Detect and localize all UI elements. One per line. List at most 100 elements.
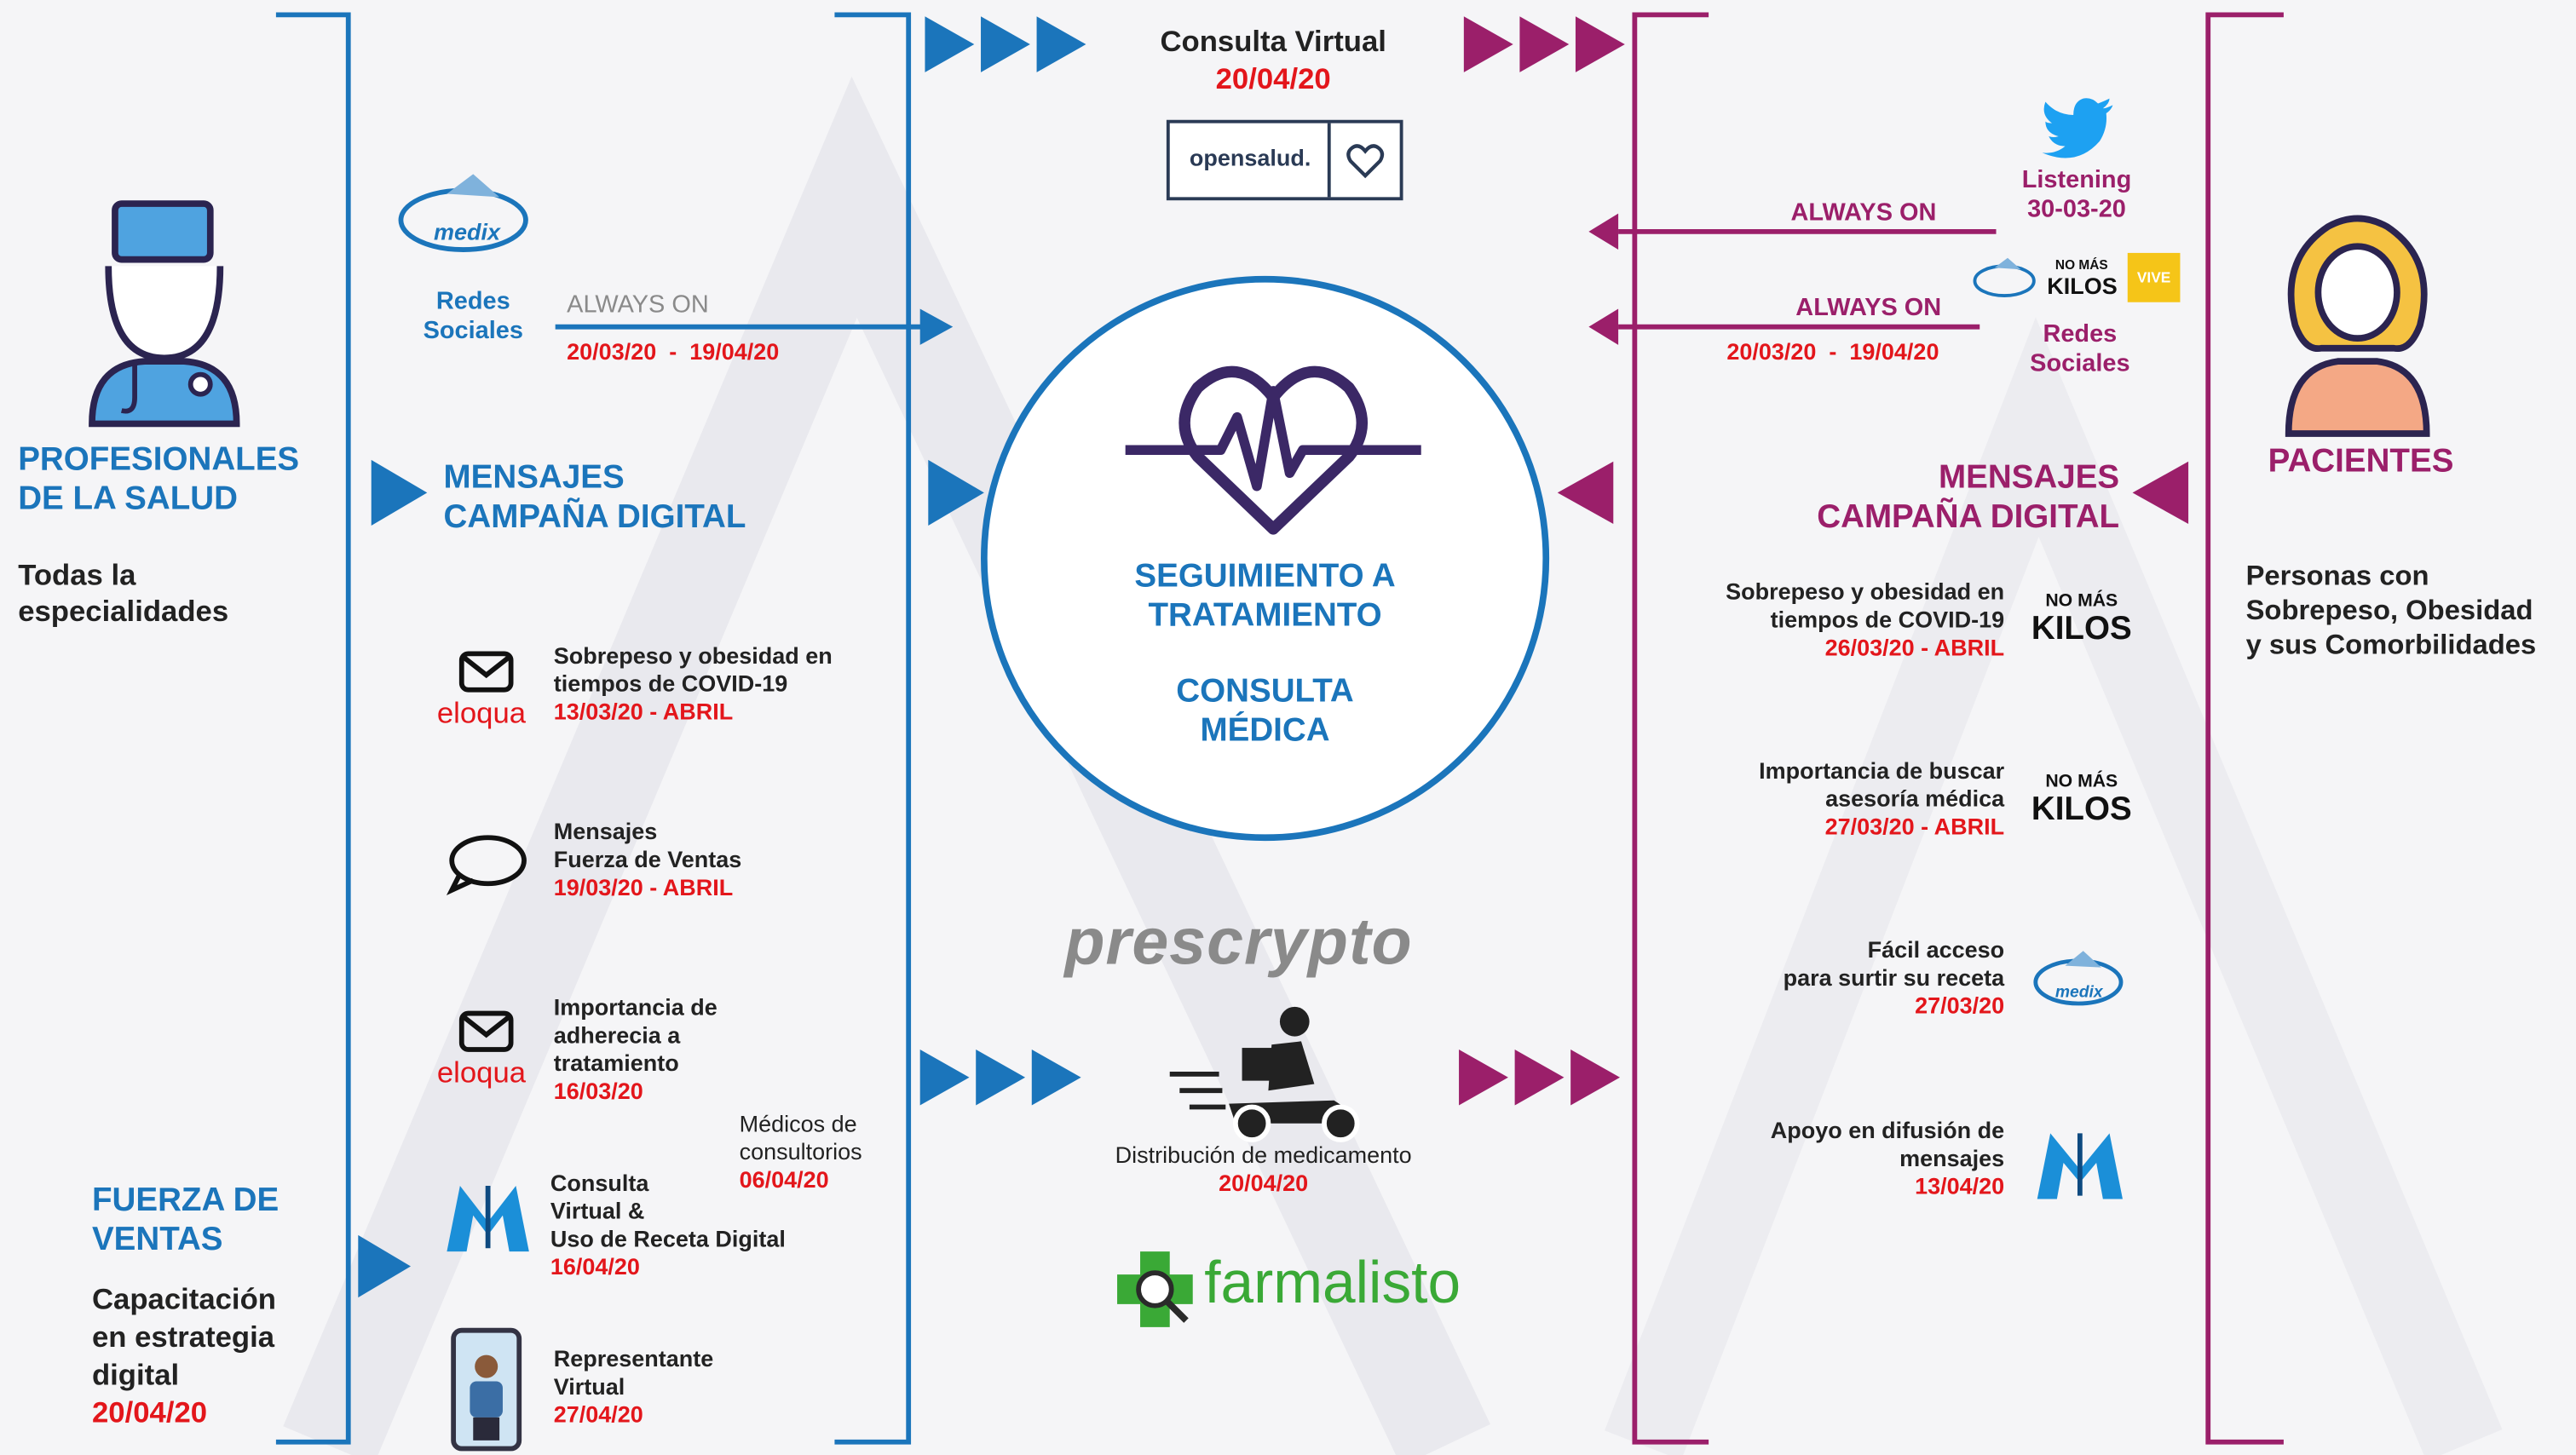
left-item-line: Virtual &: [550, 1197, 645, 1224]
left-item: Sobrepeso y obesidad en tiempos de COVID…: [554, 642, 833, 726]
triangle-arrow-icon: [2132, 461, 2189, 525]
right-social-line: Sociales: [2030, 349, 2130, 378]
offices-note-line: consultorios: [739, 1138, 862, 1165]
professionals-title: PROFESIONALES DE LA SALUD: [18, 440, 299, 520]
left-item-date: 16/04/20: [550, 1253, 640, 1280]
professionals-subtitle-line: especialidades: [18, 594, 229, 628]
email-icon: [458, 1010, 514, 1052]
center-circle: [981, 275, 1550, 842]
offices-note: Médicos de consultorios 06/04/20: [740, 1110, 862, 1193]
svg-text:medix: medix: [2055, 983, 2104, 1001]
left-item-icon: eloqua: [437, 1010, 536, 1096]
right-always-on: ALWAYS ON: [1795, 294, 1942, 322]
left-social-line: Sociales: [423, 317, 523, 345]
left-item-line: Virtual: [553, 1372, 625, 1400]
right-item-line: para surtir su receta: [1783, 963, 2005, 991]
left-item-line: Mensajes: [553, 818, 658, 844]
left-campaign-line: CAMPAÑA DIGITAL: [443, 499, 746, 536]
left-item-line: Uso de Receta Digital: [550, 1225, 786, 1252]
left-social-date: 20/03/20 - 19/04/20: [567, 338, 780, 365]
farmalisto-cross-icon: [1117, 1251, 1193, 1327]
left-item-line: Fuerza de Ventas: [553, 845, 742, 872]
training-line: digital: [91, 1358, 180, 1392]
right-item: Apoyo en difusión de mensajes 13/04/20: [1659, 1117, 2004, 1200]
right-campaign-line: MENSAJES: [1938, 459, 2120, 497]
chevron-arrows-icon: [1463, 16, 1625, 72]
left-item-line: adherecia a: [553, 1021, 681, 1049]
right-item-date: 27/03/20: [1915, 992, 2005, 1019]
left-item-date: 16/03/20: [553, 1077, 643, 1104]
distribution-label: Distribución de medicamento: [1115, 1141, 1412, 1168]
patients-description: Personas con Sobrepeso, Obesidad y sus C…: [2246, 559, 2537, 662]
right-item-date: 27/03/20 - ABRIL: [1824, 813, 2005, 840]
right-item-line: mensajes: [1899, 1144, 2005, 1171]
virtual-consult-title: Consulta Virtual: [1160, 24, 1386, 58]
left-always-on: ALWAYS ON: [567, 290, 709, 319]
medix-logo-icon: medix: [2033, 951, 2124, 1006]
circle-text-line: SEGUIMIENTO A: [1134, 558, 1396, 595]
left-item-date: 27/04/20: [553, 1400, 643, 1428]
patients-title: PACIENTES: [2268, 443, 2454, 480]
right-social-line: Redes: [2043, 319, 2118, 348]
left-item-line: tratamiento: [553, 1049, 679, 1076]
professionals-title-line: DE LA SALUD: [18, 480, 238, 518]
m-logo-icon: [447, 1186, 529, 1252]
right-item-line: Importancia de buscar: [1759, 756, 2005, 784]
eloqua-logo: eloqua: [436, 1055, 527, 1090]
right-item: Sobrepeso y obesidad en tiempos de COVID…: [1659, 578, 2004, 662]
nomaskilos-bottom: KILOS: [2047, 273, 2118, 299]
right-campaign-title: MENSAJES CAMPAÑA DIGITAL: [1742, 458, 2119, 538]
left-social-line: Redes: [435, 287, 510, 316]
right-item-line: Apoyo en difusión de: [1770, 1117, 2005, 1143]
professionals-subtitle: Todas la especialidades: [18, 557, 228, 630]
left-social-label: Redes Sociales: [407, 287, 539, 346]
listening-label: Listening: [2021, 165, 2132, 194]
left-item: Mensajes Fuerza de Ventas 19/03/20 - ABR…: [554, 818, 742, 901]
left-item-icon: eloqua: [437, 650, 536, 735]
training-line: Capacitación: [91, 1282, 276, 1316]
virtual-consult-date: 20/04/20: [1215, 62, 1331, 95]
chevron-arrows-icon: [1459, 1049, 1621, 1106]
vive-logo: VIVE: [2127, 252, 2181, 302]
circle-text-line: TRATAMIENTO: [1148, 597, 1382, 635]
chevron-arrows-icon: [925, 16, 1086, 72]
left-item-line: tiempos de COVID-19: [553, 670, 788, 697]
m-logo-icon: [2037, 1133, 2123, 1199]
left-item: Consulta Virtual & Uso de Receta Digital…: [550, 1170, 786, 1281]
eloqua-logo: eloqua: [436, 696, 527, 730]
nomaskilos-bottom: KILOS: [2031, 791, 2132, 828]
training-text: Capacitación en estrategia digital 20/04…: [92, 1281, 276, 1432]
professionals-subtitle-line: Todas la: [18, 558, 136, 592]
professionals-title-line: PROFESIONALES: [18, 441, 300, 479]
sales-title: FUERZA DE VENTAS: [92, 1181, 279, 1260]
medix-logo-icon: [1973, 257, 2036, 297]
circle-text-line: CONSULTA: [1176, 673, 1354, 710]
email-icon: [458, 651, 514, 693]
prescrypto-logo: prescrypto: [1064, 906, 1413, 980]
heart-outline-icon: [1346, 144, 1385, 179]
right-social-date: 20/03/20 - 19/04/20: [1726, 338, 1939, 365]
medix-logo-icon: [398, 174, 528, 252]
right-item-line: asesoría médica: [1825, 785, 2005, 812]
sales-title-line: FUERZA DE: [91, 1182, 279, 1219]
right-item-line: tiempos de COVID-19: [1770, 606, 2005, 633]
triangle-arrow-icon: [1557, 461, 1614, 525]
heart-pulse-icon: [1125, 365, 1421, 535]
left-item-line: Importancia de: [553, 993, 717, 1021]
circle-text: SEGUIMIENTO A TRATAMIENTO CONSULTA MÉDIC…: [1068, 557, 1462, 751]
left-item-line: Representante: [553, 1345, 714, 1372]
left-item-date: 19/03/20 - ABRIL: [553, 873, 734, 900]
circle-text-spacer: [1068, 635, 1462, 671]
right-item: Fácil acceso para surtir su receta 27/03…: [1659, 936, 2005, 1020]
chat-bubble-icon: [446, 835, 527, 896]
left-campaign-title: MENSAJES CAMPAÑA DIGITAL: [444, 458, 746, 538]
listening-date: 30-03-20: [2027, 195, 2126, 224]
delivery-scooter-icon: [1169, 1006, 1360, 1142]
left-item: Importancia de adherecia a tratamiento 1…: [554, 993, 717, 1105]
left-campaign-line: MENSAJES: [443, 459, 625, 497]
medix-logo: medix: [398, 174, 536, 256]
nomaskilos-top: NO MÁS: [2054, 257, 2108, 273]
